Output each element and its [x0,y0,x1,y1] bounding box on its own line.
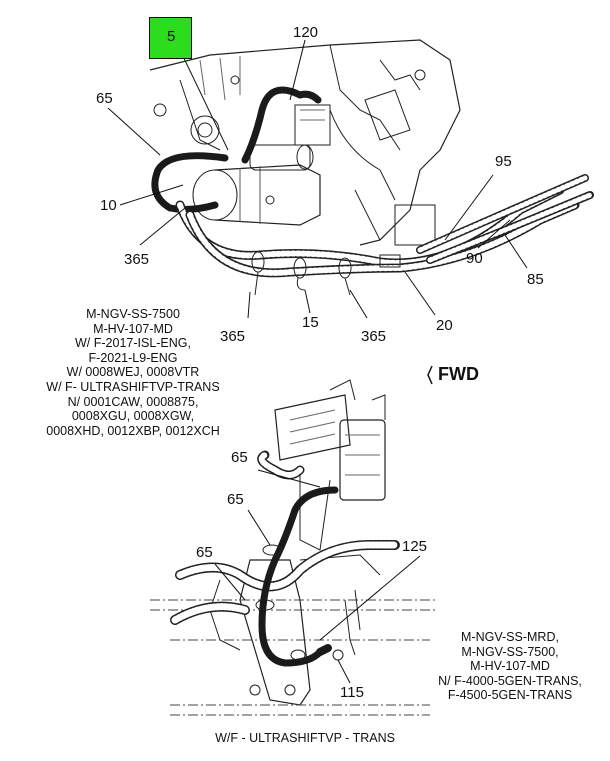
note-line: M-NGV-SS-MRD, [461,630,559,644]
top-clips [251,251,401,296]
callout-120: 120 [293,24,318,41]
callout-65-mid-a: 65 [231,449,248,466]
note-line: M-NGV-SS-7500, [461,644,559,659]
callout-90: 90 [466,250,483,267]
callout-20: 20 [436,317,453,334]
callout-65-top: 65 [96,90,113,107]
highlighted-callout-5[interactable]: 5 [149,17,192,59]
callout-365-bottom-left: 365 [220,328,245,345]
callout-15: 15 [302,314,319,331]
leader-lines [107,39,528,684]
callout-365-left: 365 [124,251,149,268]
fwd-arrow-icon [427,365,433,385]
callout-numbers: 120 65 10 365 95 90 85 365 15 365 20 65 … [96,24,544,701]
top-assembly-drawing [149,39,461,246]
diagram-caption: W/F - ULTRASHIFTVP - TRANS [215,731,395,745]
callout-95: 95 [495,153,512,170]
note-line: F-2021-L9-ENG [88,350,178,365]
note-line: W/ F- ULTRASHIFTVP-TRANS [46,379,220,394]
top-harness-bundles [175,174,594,278]
bottom-cable [258,486,339,667]
callout-125: 125 [402,538,427,555]
callout-365-bottom-right: 365 [361,328,386,345]
callout-5: 5 [167,28,176,45]
note-line: W/ 0008WEJ, 0008VTR [66,365,200,380]
note-line: 0008XHD, 0012XBP, 0012XCH [46,423,220,438]
callout-10: 10 [100,197,117,214]
callout-85: 85 [527,271,544,288]
note-line: M-NGV-SS-7500 [86,307,180,321]
fwd-label: FWD [438,364,479,384]
applicability-note-bottom: M-NGV-SS-MRD, M-NGV-SS-7500, M-HV-107-MD… [430,630,590,703]
applicability-note-top: M-NGV-SS-7500 M-HV-107-MD W/ F-2017-ISL-… [38,307,228,438]
top-cables [151,86,322,213]
bottom-clips [255,544,306,661]
callout-65-mid-b: 65 [227,491,244,508]
bottom-conduit [170,450,400,625]
callout-65-lower: 65 [196,544,213,561]
note-line: F-4500-5GEN-TRANS [447,688,573,703]
note-line: W/ F-2017-ISL-ENG, [75,336,191,351]
note-line: 0008XGU, 0008XGW, [71,409,195,424]
callout-115: 115 [340,684,364,701]
note-line: N/ F-4000-5GEN-TRANS, [438,673,582,688]
note-line: M-HV-107-MD [93,321,173,336]
note-line: M-HV-107-MD [470,659,550,674]
note-line: N/ 0001CAW, 0008875, [67,394,199,409]
